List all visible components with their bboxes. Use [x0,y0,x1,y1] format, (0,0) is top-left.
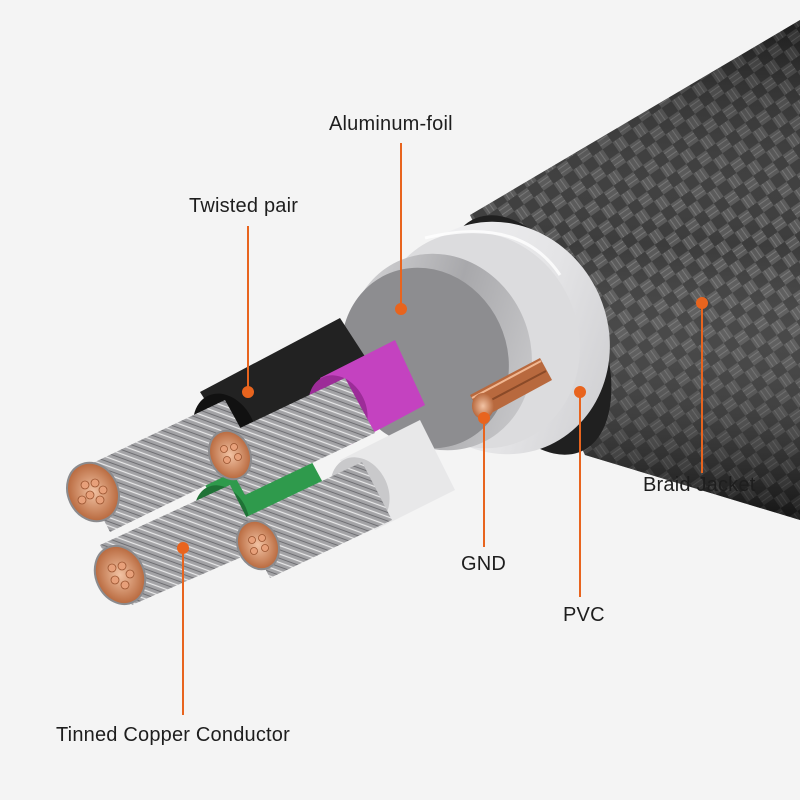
tinned-copper-conductor-label: Tinned Copper Conductor [56,724,290,746]
aluminum-foil-marker [395,303,407,315]
tinned-copper-marker [177,542,189,554]
braid-jacket-marker [696,297,708,309]
gnd-label: GND [461,553,507,575]
stranded-conductor-2 [208,378,375,495]
stranded-conductor-4 [236,462,392,578]
conductor-strand-ends [77,443,269,590]
pvc-marker [574,386,586,398]
twisted-pair-label: Twisted pair [189,195,299,217]
twisted-pair-marker [242,386,254,398]
gnd-copper-wire [470,358,552,419]
pvc-label: PVC [563,604,605,626]
aluminum-foil-label: Aluminum-foil [329,113,453,135]
leader-lines [177,143,708,715]
gnd-marker [478,412,490,424]
braid-jacket-label: Braid Jacket [643,474,756,496]
